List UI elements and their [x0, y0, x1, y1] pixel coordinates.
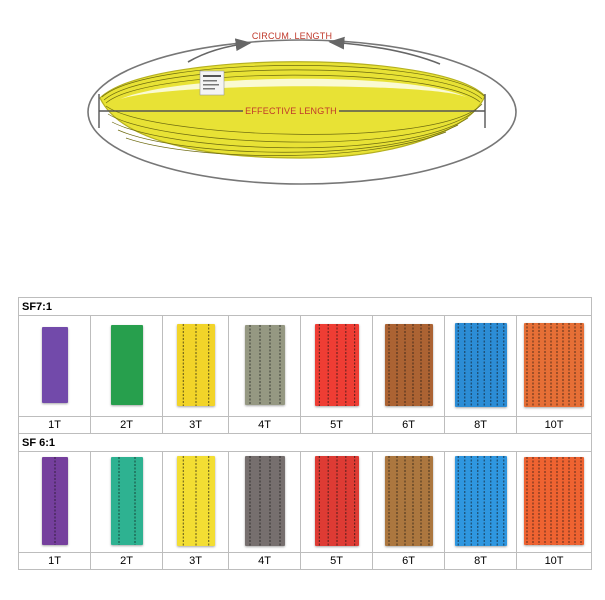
swatch-cell: [444, 451, 517, 553]
swatch-stripes: [384, 323, 433, 406]
swatch-stripes: [384, 455, 433, 546]
sling-diagram: CIRCUM. LENGTH EFFECTIVE LENGTH: [87, 31, 517, 185]
capacity-label: 8T: [444, 416, 517, 434]
color-swatch-8t: [454, 455, 507, 546]
color-swatch-1t: [41, 456, 68, 545]
capacity-label: 8T: [444, 552, 517, 570]
section-title: SF7:1: [17, 297, 593, 316]
swatch-cell: [90, 451, 163, 553]
color-swatch-6t: [384, 455, 433, 546]
swatch-sheen: [314, 323, 359, 406]
color-swatch-2t: [110, 324, 143, 405]
swatch-cell: [515, 315, 593, 417]
swatch-sheen: [176, 323, 215, 406]
capacity-label: 6T: [372, 552, 445, 570]
swatch-stripes: [454, 322, 507, 407]
round-sling-image: [99, 61, 486, 159]
color-swatch-6t: [384, 323, 433, 406]
circum-arrow-left: [187, 38, 252, 63]
capacity-label: 10T: [515, 552, 593, 570]
swatch-cell: [372, 315, 445, 417]
swatch-stripes: [524, 456, 585, 545]
swatch-cell: [18, 451, 91, 553]
color-swatch-1t: [41, 326, 68, 403]
swatch-sheen: [454, 455, 507, 546]
swatch-sheen: [454, 322, 507, 407]
swatch-cell: [372, 451, 445, 553]
capacity-label: 5T: [300, 416, 373, 434]
color-swatch-2t: [110, 456, 143, 545]
capacity-label: 10T: [515, 416, 593, 434]
swatch-stripes: [244, 324, 285, 405]
color-swatch-3t: [176, 455, 215, 546]
swatch-sheen: [41, 326, 68, 403]
outer-ellipse: [87, 39, 517, 185]
swatch-sheen: [176, 455, 215, 546]
swatch-sheen: [110, 324, 143, 405]
swatch-cell: [300, 315, 373, 417]
capacity-label: 3T: [162, 552, 229, 570]
swatch-sheen: [524, 456, 585, 545]
swatch-sheen: [41, 456, 68, 545]
swatch-sheen: [244, 324, 285, 405]
swatch-cell: [18, 315, 91, 417]
swatch-sheen: [524, 322, 585, 407]
color-swatch-8t: [454, 322, 507, 407]
capacity-label: 3T: [162, 416, 229, 434]
capacity-label: 1T: [18, 416, 91, 434]
swatch-stripes: [244, 455, 285, 546]
swatch-stripes: [176, 323, 215, 406]
swatch-stripes: [524, 322, 585, 407]
swatch-cell: [228, 451, 301, 553]
color-swatch-10t: [524, 456, 585, 545]
capacity-label: 5T: [300, 552, 373, 570]
swatch-stripes: [314, 455, 359, 546]
swatch-cell: [515, 451, 593, 553]
section-title: SF 6:1: [17, 433, 593, 452]
swatch-sheen: [314, 455, 359, 546]
sling-tag: [199, 70, 225, 96]
effective-length-label: EFFECTIVE LENGTH: [245, 106, 337, 116]
swatch-cell: [162, 451, 229, 553]
swatch-cell: [90, 315, 163, 417]
swatch-stripes: [41, 326, 68, 403]
swatch-cell: [444, 315, 517, 417]
circum-arrow-right: [328, 36, 441, 65]
swatch-stripes: [110, 324, 143, 405]
capacity-label: 2T: [90, 416, 163, 434]
color-swatch-4t: [244, 324, 285, 405]
color-swatch-3t: [176, 323, 215, 406]
swatch-cell: [162, 315, 229, 417]
swatch-stripes: [176, 455, 215, 546]
capacity-label: 4T: [228, 416, 301, 434]
swatch-sheen: [384, 455, 433, 546]
swatch-cell: [228, 315, 301, 417]
capacity-label: 4T: [228, 552, 301, 570]
swatch-sheen: [384, 323, 433, 406]
capacity-label: 6T: [372, 416, 445, 434]
swatch-stripes: [110, 456, 143, 545]
color-swatch-10t: [524, 322, 585, 407]
color-swatch-5t: [314, 455, 359, 546]
swatch-stripes: [41, 456, 68, 545]
swatch-sheen: [244, 455, 285, 546]
color-swatch-5t: [314, 323, 359, 406]
capacity-label: 2T: [90, 552, 163, 570]
swatch-sheen: [110, 456, 143, 545]
capacity-label: 1T: [18, 552, 91, 570]
swatch-stripes: [314, 323, 359, 406]
swatch-cell: [300, 451, 373, 553]
swatch-stripes: [454, 455, 507, 546]
circum-length-label: CIRCUM. LENGTH: [252, 31, 332, 41]
color-swatch-4t: [244, 455, 285, 546]
